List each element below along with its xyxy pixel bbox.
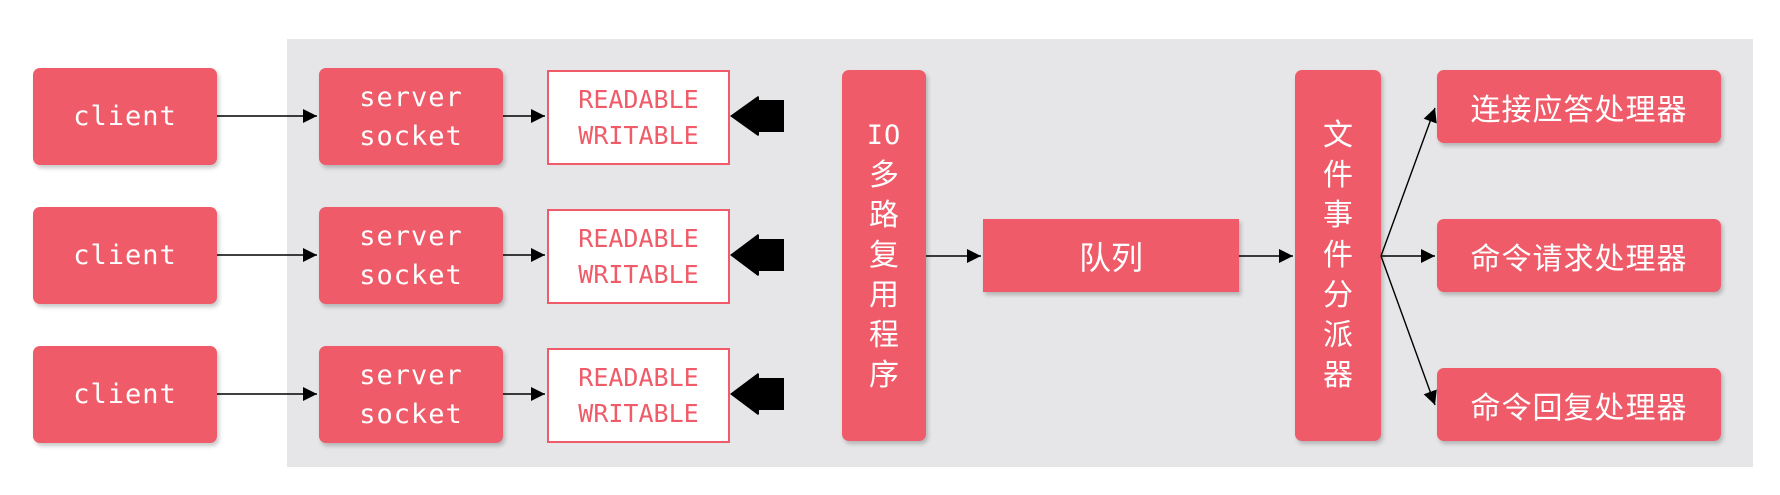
event-state-box-1: READABLE WRITABLE — [547, 70, 730, 165]
handler-label: 连接应答处理器 — [1470, 92, 1688, 128]
server-socket-box-2: server socket — [319, 207, 503, 304]
server-socket-line2: socket — [359, 398, 463, 430]
dispatcher-char: 文 — [1323, 117, 1353, 153]
io-multiplexer-char: 路 — [869, 197, 899, 233]
event-state-box-3: READABLE WRITABLE — [547, 348, 730, 443]
server-socket-box-3: server socket — [319, 346, 503, 443]
handler-box-reply: 命令回复处理器 — [1437, 368, 1721, 441]
event-state-box-2: READABLE WRITABLE — [547, 209, 730, 304]
file-event-dispatcher-box: 文 件 事 件 分 派 器 — [1295, 70, 1381, 441]
queue-box: 队列 — [983, 219, 1239, 292]
io-multiplexer-box: IO 多 路 复 用 程 序 — [842, 70, 926, 441]
handler-label: 命令请求处理器 — [1470, 241, 1688, 277]
dispatcher-char: 件 — [1323, 157, 1353, 193]
client-box-1: client — [33, 68, 217, 165]
io-multiplexer-char: 程 — [869, 317, 899, 353]
io-multiplexer-char: 复 — [869, 237, 899, 273]
client-box-3: client — [33, 346, 217, 443]
event-readable: READABLE — [578, 84, 699, 114]
server-socket-line2: socket — [359, 259, 463, 291]
server-socket-line2: socket — [359, 120, 463, 152]
io-multiplexer-char: 多 — [869, 157, 899, 193]
dispatcher-char: 派 — [1323, 317, 1353, 353]
client-box-2: client — [33, 207, 217, 304]
server-socket-box-1: server socket — [319, 68, 503, 165]
io-multiplexer-char: 序 — [869, 357, 899, 393]
server-socket-line1: server — [359, 81, 463, 113]
event-writable: WRITABLE — [578, 398, 699, 428]
dispatcher-char: 器 — [1323, 357, 1353, 393]
event-writable: WRITABLE — [578, 259, 699, 289]
client-label: client — [73, 240, 177, 271]
event-readable: READABLE — [578, 362, 699, 392]
client-label: client — [73, 101, 177, 132]
handler-box-request: 命令请求处理器 — [1437, 219, 1721, 292]
queue-label: 队列 — [1078, 238, 1143, 277]
io-multiplexer-char: 用 — [869, 277, 899, 313]
dispatcher-char: 事 — [1323, 197, 1353, 233]
event-writable: WRITABLE — [578, 120, 699, 150]
handler-box-accept: 连接应答处理器 — [1437, 70, 1721, 143]
server-socket-line1: server — [359, 220, 463, 252]
dispatcher-char: 件 — [1323, 237, 1353, 273]
handler-label: 命令回复处理器 — [1470, 390, 1688, 426]
io-multiplexer-char: IO — [866, 119, 902, 151]
server-socket-line1: server — [359, 359, 463, 391]
client-label: client — [73, 379, 177, 410]
event-readable: READABLE — [578, 223, 699, 253]
dispatcher-char: 分 — [1323, 277, 1353, 313]
